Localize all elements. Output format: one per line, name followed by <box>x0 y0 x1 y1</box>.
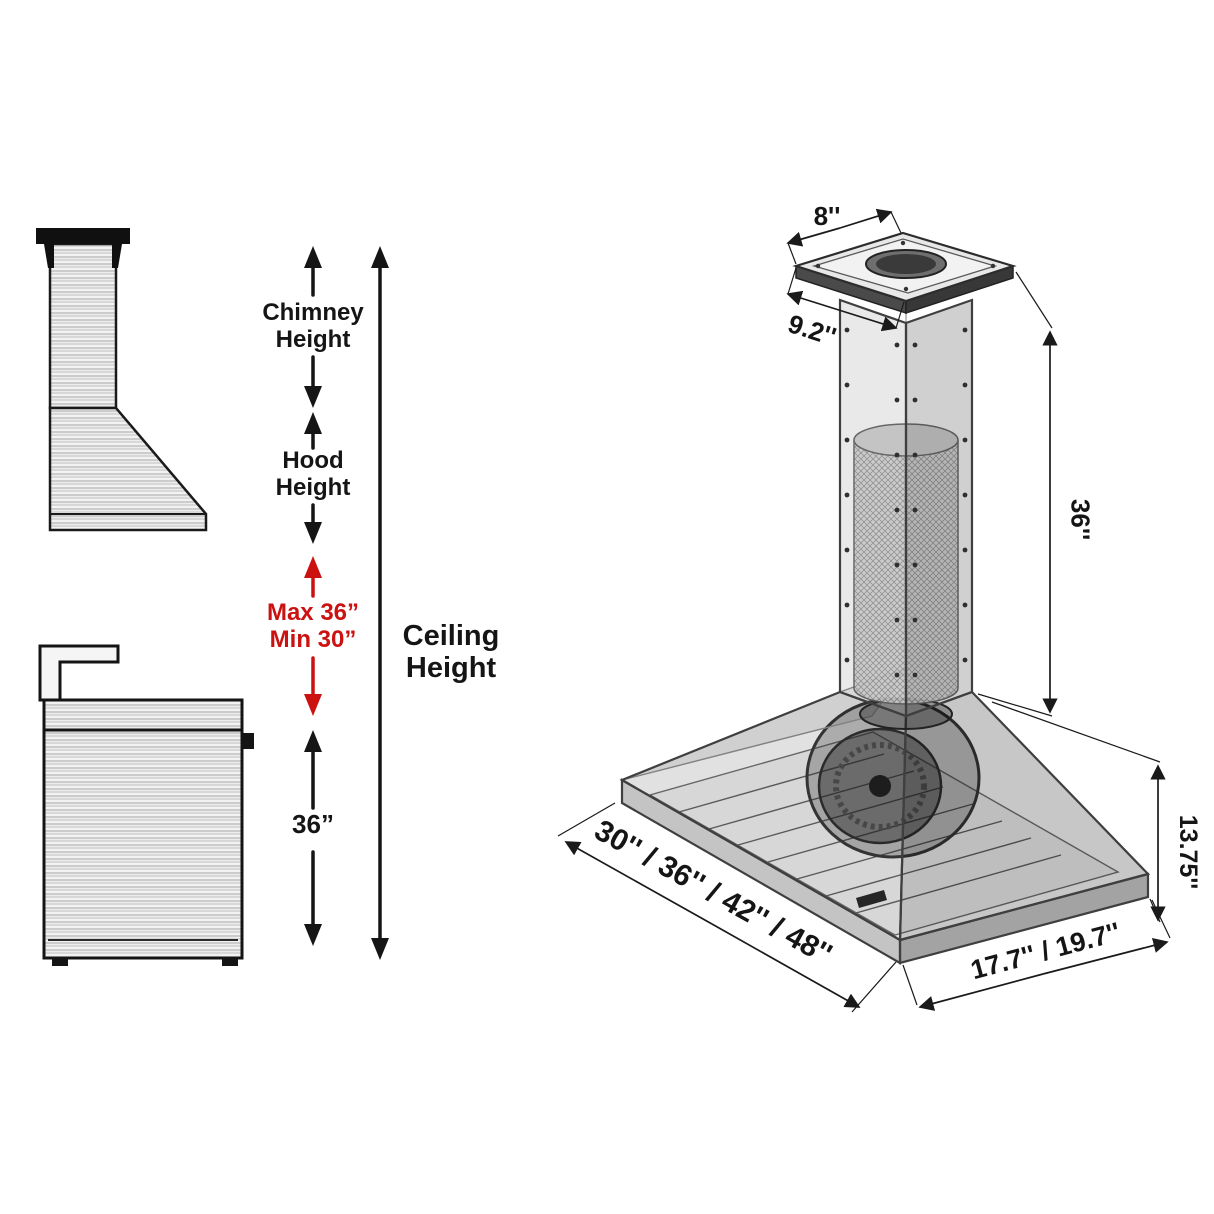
hood-side-view-illustration <box>36 228 208 532</box>
hood-pyramid <box>619 666 1151 965</box>
rivets <box>844 327 968 678</box>
height-dimension-arrows <box>304 246 389 960</box>
range-height-label: 36” <box>292 809 334 839</box>
clearance-max-line: Max 36” <box>266 599 360 626</box>
hood-3d-view <box>557 208 1171 1013</box>
ceiling-height-line2: Height <box>405 652 497 685</box>
dim-chimney-height-label: 36'' <box>1065 498 1096 541</box>
ceiling-height-line1: Ceiling <box>402 620 500 652</box>
chimney-height-line1: Chimney <box>262 299 364 326</box>
clearance-min-line: Min 30” <box>269 625 357 653</box>
dim-hood-height-label: 13.75'' <box>1174 814 1202 890</box>
ceiling-height-label: Ceiling Height <box>380 620 522 685</box>
range-side-view-illustration <box>38 644 254 966</box>
dimension-lines-3d <box>557 208 1171 1013</box>
hood-height-label: Hood Height <box>226 447 400 502</box>
baffle-filters <box>648 731 1120 936</box>
chimney-height-line2: Height <box>275 325 351 353</box>
ceiling-mount-plate <box>792 231 1017 315</box>
chimney-height-label: Chimney Height <box>226 299 400 354</box>
hood-height-line1: Hood <box>282 447 344 474</box>
clearance-range-label: Max 36” Min 30” <box>216 599 410 654</box>
blower-motor <box>805 697 981 908</box>
hood-height-line2: Height <box>275 473 351 501</box>
dim-top-width-label: 8'' <box>813 201 841 231</box>
chimney-3d <box>838 298 974 718</box>
